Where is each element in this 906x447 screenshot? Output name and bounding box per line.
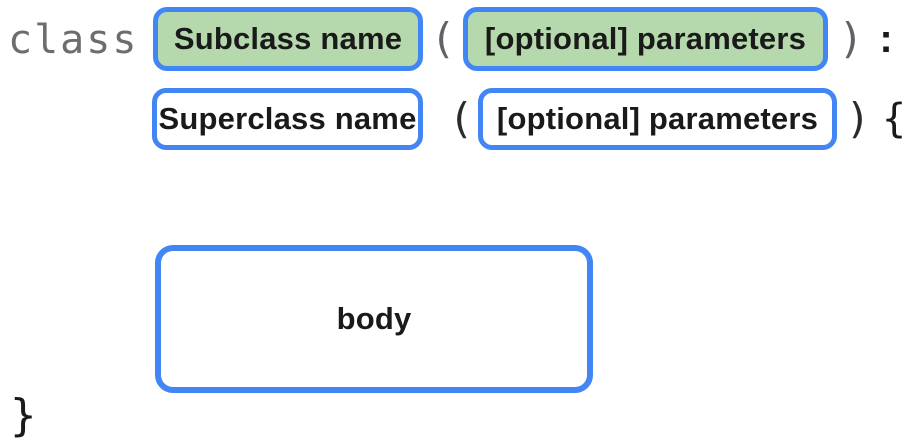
closing-brace: } [10,390,37,441]
body-box: body [155,245,593,393]
subclass-name-box: Subclass name [153,7,423,71]
superclass-name-label: Superclass name [158,101,417,136]
line1-parameters-box: [optional] parameters [463,7,828,71]
line2-parameters-box: [optional] parameters [478,88,837,150]
line1-colon: : [879,17,893,61]
line2-open-paren: ( [448,94,474,143]
subclass-name-label: Subclass name [173,21,403,56]
line2-close-paren: ) [845,94,871,143]
line2-parameters-label: [optional] parameters [496,101,819,136]
superclass-name-box: Superclass name [152,88,423,150]
class-keyword: class [8,17,139,63]
line2-open-brace: { [881,96,906,142]
line1-open-paren: ( [430,14,456,63]
line1-close-paren: ) [838,14,864,63]
line1-parameters-label: [optional] parameters [484,21,807,56]
body-label: body [336,301,412,336]
